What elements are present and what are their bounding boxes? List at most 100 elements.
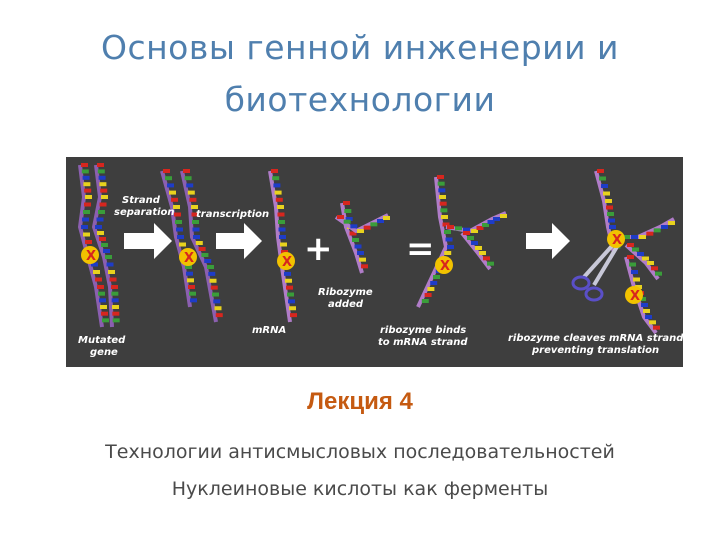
nucleotide-base bbox=[111, 292, 118, 296]
nucleotide-base bbox=[344, 220, 351, 224]
nucleotide-base bbox=[163, 169, 170, 173]
nucleotide-base bbox=[273, 183, 280, 187]
nucleotide-base bbox=[649, 320, 656, 324]
nucleotide-base bbox=[284, 272, 291, 276]
nucleotide-base bbox=[101, 312, 108, 316]
nucleotide-base bbox=[355, 245, 362, 249]
strand-group bbox=[80, 163, 675, 333]
nucleotide-base bbox=[207, 265, 214, 269]
nucleotide-base bbox=[437, 175, 444, 179]
nucleotide-base bbox=[165, 176, 172, 180]
nucleotide-base bbox=[99, 182, 106, 186]
nucleotide-base bbox=[627, 243, 634, 247]
nucleotide-base bbox=[287, 293, 294, 297]
nucleotide-base bbox=[661, 225, 668, 229]
nucleotide-base bbox=[272, 176, 279, 180]
nucleotide-base bbox=[654, 228, 661, 232]
nucleotide-base bbox=[357, 251, 364, 255]
equals-sign: = bbox=[406, 229, 435, 269]
nucleotide-base bbox=[364, 226, 371, 230]
nucleotide-base bbox=[475, 246, 482, 250]
nucleotide-base bbox=[216, 313, 223, 317]
nucleotide-base bbox=[83, 176, 90, 180]
nucleotide-base bbox=[111, 285, 118, 289]
mutation-x-label: X bbox=[440, 259, 450, 274]
nucleotide-base bbox=[627, 255, 634, 259]
nucleotide-base bbox=[343, 201, 350, 205]
nucleotide-base bbox=[83, 210, 90, 214]
mutation-x-label: X bbox=[282, 255, 292, 270]
nucleotide-base bbox=[605, 199, 612, 203]
nucleotide-base bbox=[455, 226, 462, 230]
nucleotide-base bbox=[275, 191, 282, 195]
nucleotide-base bbox=[639, 235, 646, 239]
nucleotide-base bbox=[107, 263, 114, 267]
mutation-x-label: X bbox=[630, 289, 640, 304]
nucleotide-base bbox=[190, 298, 197, 302]
nucleotide-base bbox=[99, 298, 106, 302]
label-strand: Strand bbox=[122, 195, 161, 206]
nucleotide-base bbox=[643, 309, 650, 313]
nucleotide-base bbox=[447, 225, 454, 229]
nucleotide-base bbox=[646, 232, 653, 236]
label-ribozyme: Ribozyme bbox=[318, 287, 373, 298]
nucleotide-base bbox=[100, 305, 107, 309]
nucleotide-base bbox=[597, 169, 604, 173]
label-separation: separation bbox=[114, 207, 175, 218]
nucleotide-base bbox=[110, 278, 117, 282]
nucleotide-base bbox=[370, 222, 377, 226]
label-ribozyme-binds: ribozyme binds bbox=[380, 325, 466, 336]
nucleotide-base bbox=[185, 176, 192, 180]
nucleotide-base bbox=[99, 176, 106, 180]
nucleotide-base bbox=[95, 225, 102, 229]
nucleotide-base bbox=[97, 231, 104, 235]
nucleotide-base bbox=[425, 293, 432, 297]
nucleotide-base bbox=[105, 255, 112, 259]
nucleotide-base bbox=[112, 305, 119, 309]
nucleotide-base bbox=[192, 220, 199, 224]
nucleotide-base bbox=[427, 287, 434, 291]
label-added: added bbox=[328, 299, 364, 310]
nucleotide-base bbox=[177, 235, 184, 239]
arrow-cleavage bbox=[526, 223, 570, 259]
title-line-1: Основы генной инженерии и bbox=[0, 22, 720, 74]
nucleotide-base bbox=[82, 169, 89, 173]
nucleotide-base bbox=[288, 299, 295, 303]
nucleotide-base bbox=[655, 272, 662, 276]
nucleotide-base bbox=[290, 313, 297, 317]
nucleotide-base bbox=[100, 189, 107, 193]
nucleotide-base bbox=[289, 306, 296, 310]
arrow-transcription bbox=[216, 223, 262, 259]
nucleotide-base bbox=[83, 233, 90, 237]
nucleotide-base bbox=[637, 252, 644, 256]
nucleotide-base bbox=[337, 215, 344, 219]
nucleotide-base bbox=[280, 243, 287, 247]
nucleotide-base bbox=[212, 293, 219, 297]
nucleotide-base bbox=[344, 209, 351, 213]
nucleotide-base bbox=[169, 191, 176, 195]
label-transcription: transcription bbox=[196, 209, 269, 220]
nucleotide-base bbox=[471, 241, 478, 245]
nucleotide-base bbox=[102, 318, 109, 322]
nucleotide-base bbox=[175, 220, 182, 224]
nucleotide-base bbox=[352, 238, 359, 242]
nucleotide-base bbox=[444, 230, 451, 234]
label-preventing-translation: preventing translation bbox=[531, 345, 659, 356]
nucleotide-base bbox=[479, 251, 486, 255]
nucleotide-base bbox=[645, 315, 652, 319]
subtitle-line-1: Технологии антисмысловых последовательно… bbox=[0, 441, 720, 463]
nucleotide-base bbox=[609, 225, 616, 229]
nucleotide-base bbox=[500, 214, 507, 218]
nucleotide-base bbox=[463, 231, 470, 235]
nucleotide-base bbox=[278, 220, 285, 224]
nucleotide-base bbox=[383, 216, 390, 220]
nucleotide-base bbox=[277, 205, 284, 209]
nucleotide-base bbox=[85, 195, 92, 199]
nucleotide-base bbox=[279, 228, 286, 232]
nucleotide-base bbox=[112, 298, 119, 302]
nucleotide-base bbox=[188, 191, 195, 195]
nucleotide-base bbox=[279, 235, 286, 239]
slide-title: Основы генной инженерии и биотехнологии bbox=[0, 22, 720, 126]
nucleotide-base bbox=[108, 270, 115, 274]
nucleotide-base bbox=[171, 198, 178, 202]
